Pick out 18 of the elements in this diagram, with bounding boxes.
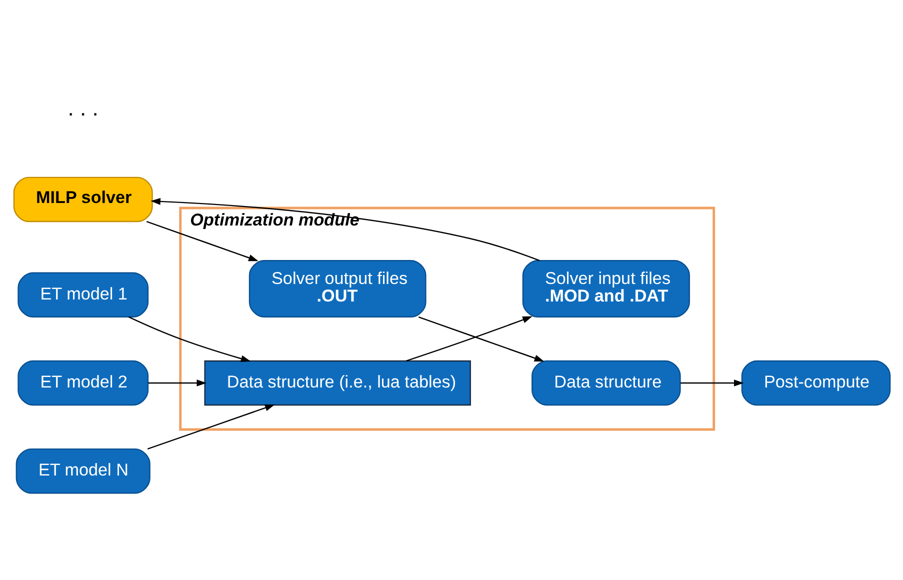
arrow <box>418 316 544 362</box>
node-box: Data structure (i.e., lua tables) <box>204 360 470 406</box>
node-box: ET model 2 <box>17 360 148 406</box>
node-box: ET model N <box>15 448 150 494</box>
node-box: Solver input files .MOD and .DAT <box>522 260 690 318</box>
node-box: Data structure <box>531 360 680 406</box>
arrow <box>146 404 274 450</box>
label: . . . <box>67 96 98 121</box>
arrow <box>406 316 532 362</box>
arrow <box>128 316 250 362</box>
arrow <box>148 380 206 386</box>
arrow <box>146 220 258 262</box>
node-box: ET model 1 <box>17 272 148 318</box>
node-box: Post-compute <box>740 360 890 406</box>
arrow <box>150 198 540 262</box>
node-box: Solver output files .OUT <box>248 260 426 318</box>
arrow <box>680 380 744 386</box>
node-box: MILP solver <box>12 176 152 222</box>
